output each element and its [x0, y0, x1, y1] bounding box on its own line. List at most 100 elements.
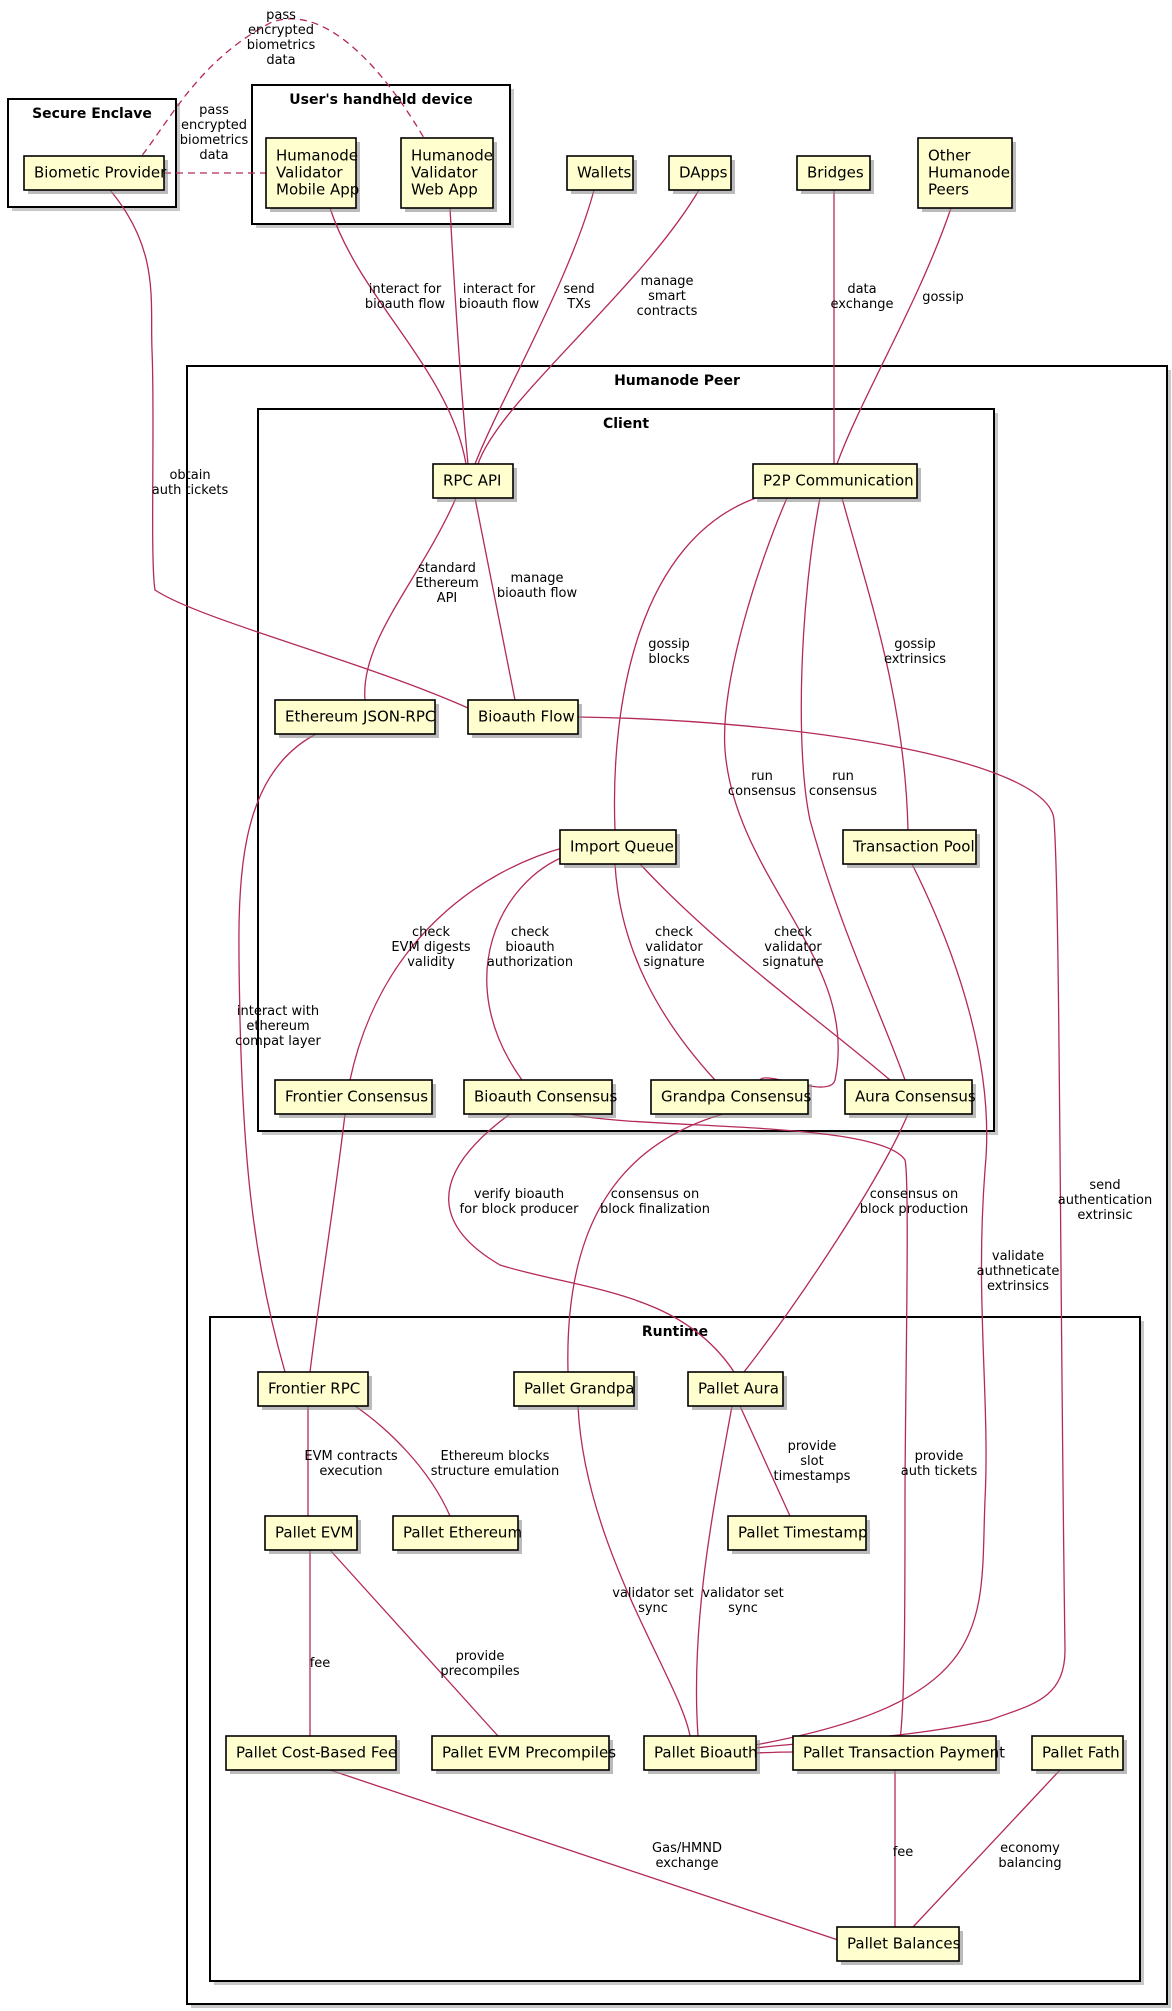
edge-label-line: fee [310, 1656, 331, 1671]
edge-labels-layer: passencryptedbiometricsdatapassencrypted… [152, 8, 1152, 1871]
node-label: Pallet Ethereum [403, 1524, 522, 1542]
edge-label-line: precompiles [440, 1664, 520, 1679]
connector-line [329, 207, 467, 465]
node-eth-jsonrpc: Ethereum JSON-RPC [274, 699, 439, 738]
node-label: Pallet EVM [275, 1524, 353, 1542]
edge-label-line: gossip [922, 290, 964, 305]
node-pallet-timestamp: Pallet Timestamp [727, 1515, 870, 1554]
edge-label-line: pass [199, 103, 229, 118]
edge-label-line: smart [648, 289, 686, 304]
edge-label-line: validator [764, 940, 822, 955]
frame-title: User's handheld device [289, 92, 472, 108]
node-label: Bridges [807, 164, 864, 182]
node-label: Frontier Consensus [285, 1088, 428, 1106]
edge-label-line: validator set [612, 1586, 694, 1601]
edge-label-line: standard [418, 561, 476, 576]
node-label: Pallet Aura [698, 1380, 779, 1398]
edge-label-line: pass [266, 8, 296, 23]
node-label: P2P Communication [763, 472, 914, 490]
node-label: Pallet Bioauth [654, 1744, 758, 1762]
edge-label-line: manage [640, 274, 693, 289]
edge-label-line: send [1089, 1178, 1120, 1193]
edge-label-line: contracts [637, 304, 698, 319]
node-bridges: Bridges [796, 155, 874, 194]
node-rpc-api: RPC API [432, 463, 517, 502]
edge-label-line: check [511, 925, 550, 940]
edge-label-line: Ethereum blocks [441, 1449, 550, 1464]
node-p2p: P2P Communication [752, 463, 921, 502]
node-pallet-fath: Pallet Fath [1031, 1735, 1127, 1774]
edge-label-line: TXs [566, 297, 591, 312]
node-label: Peers [928, 181, 969, 199]
edge-label-line: signature [762, 955, 823, 970]
frame-title: Runtime [642, 1324, 708, 1340]
connector-line [474, 497, 516, 701]
connector-line [723, 497, 839, 1088]
connector-line [238, 733, 317, 1373]
edge-label-line: interact with [237, 1004, 319, 1019]
connector-line [800, 497, 906, 1081]
node-label: Web App [411, 181, 478, 199]
node-label: Humanode [276, 147, 358, 165]
node-label: Bioauth Consensus [474, 1088, 618, 1106]
node-label: Import Queue [570, 838, 674, 856]
node-label: Wallets [577, 164, 632, 182]
node-label: Transaction Pool [852, 838, 975, 856]
edge-label-line: EVM digests [391, 940, 470, 955]
node-bioauth-flow: Bioauth Flow [467, 699, 582, 738]
node-pallet-aura: Pallet Aura [687, 1371, 787, 1410]
frame-runtime: Runtime [209, 1316, 1144, 1985]
connector-line [577, 1405, 691, 1737]
connector-line [486, 854, 569, 1081]
edge-label-line: data [199, 148, 228, 163]
node-wallets: Wallets [566, 155, 637, 194]
edge-label-line: manage [510, 571, 563, 586]
edge-label-line: run [832, 769, 854, 784]
node-label: Pallet Grandpa [524, 1380, 635, 1398]
node-pallet-grandpa: Pallet Grandpa [513, 1371, 638, 1410]
connector-line [109, 189, 469, 709]
edge-label-line: authorization [487, 955, 573, 970]
node-label: Aura Consensus [855, 1088, 976, 1106]
connector-line [448, 1113, 735, 1373]
edge-label-line: verify bioauth [474, 1187, 564, 1202]
edge-label-line: bioauth flow [497, 586, 578, 601]
node-label: RPC API [443, 472, 501, 490]
edge-label-line: bioauth flow [365, 297, 446, 312]
nodes-layer: Biometic ProviderHumanodeValidatorMobile… [23, 137, 1127, 1965]
edge-label-line: provide [915, 1449, 964, 1464]
edge-label-line: ethereum [246, 1019, 309, 1034]
connector-line [567, 1113, 724, 1373]
frames-layer: Secure Enclave User's handheld deviceHuma… [7, 84, 1171, 2008]
node-grandpa-consensus: Grandpa Consensus [650, 1079, 812, 1118]
connector-line [449, 207, 469, 465]
node-pallet-bioauth: Pallet Bioauth [643, 1735, 760, 1774]
edge-label-line: data [266, 53, 295, 68]
node-label: Other [928, 147, 971, 165]
edge-label-line: biometrics [180, 133, 249, 148]
node-biometric-provider: Biometic Provider [23, 155, 168, 194]
connector-line [841, 497, 909, 831]
edge-label-line: validator set [702, 1586, 784, 1601]
edge-label-line: gossip [648, 637, 690, 652]
node-tx-pool: Transaction Pool [842, 829, 980, 868]
frame-title: Secure Enclave [32, 106, 152, 122]
edge-label-line: check [774, 925, 813, 940]
node-label: Bioauth Flow [478, 708, 575, 726]
node-label: Humanode [928, 164, 1010, 182]
